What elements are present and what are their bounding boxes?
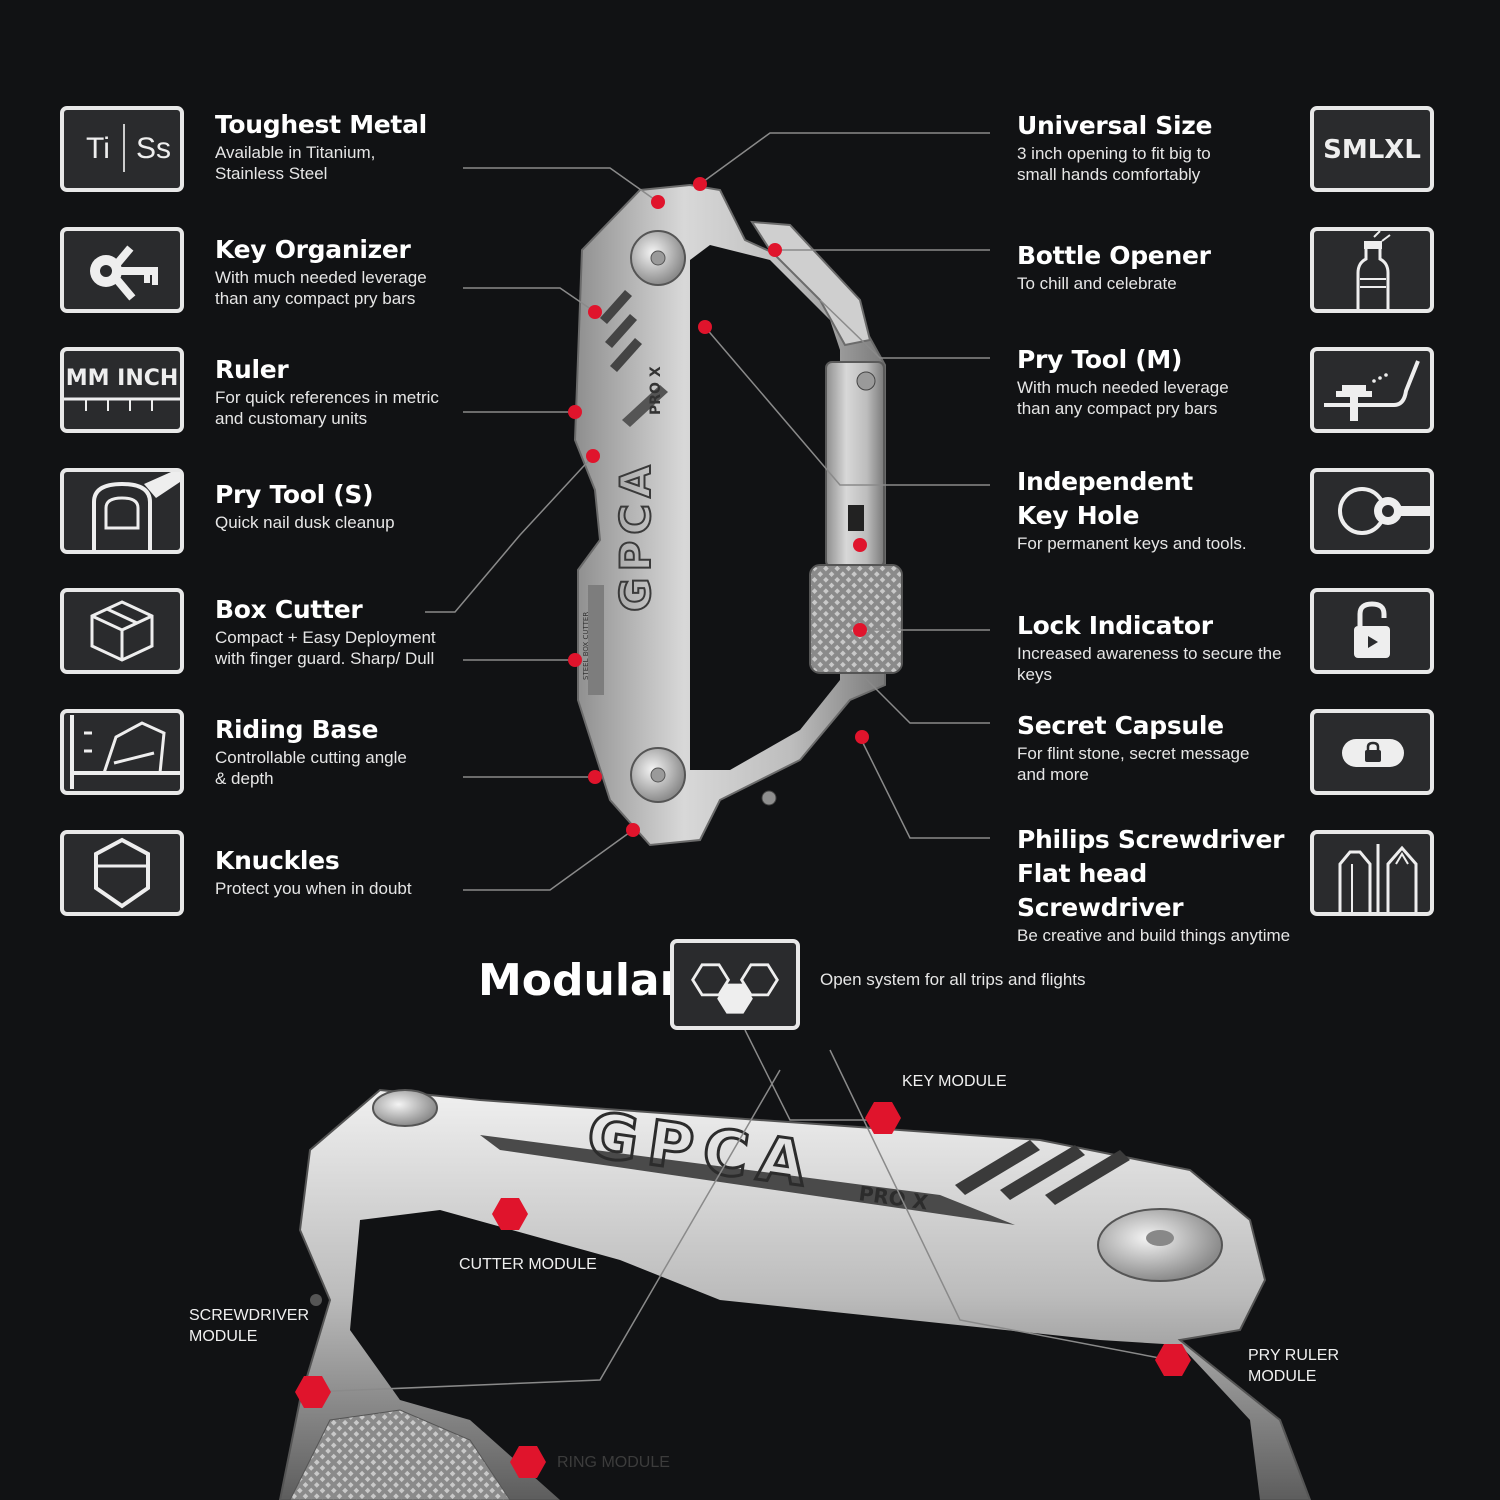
feature-title: Flat head Screwdriver bbox=[1017, 859, 1184, 922]
modular-title: Modular bbox=[478, 955, 682, 1006]
modular-description: Open system for all trips and flights bbox=[820, 970, 1086, 989]
feature-desc-line: Be creative and build things anytime bbox=[1017, 926, 1291, 945]
label-line: PRY RULER bbox=[1248, 1347, 1339, 1364]
leader-lines bbox=[309, 132, 1171, 1393]
feature-desc-line: Protect you when in doubt bbox=[215, 879, 412, 898]
feature-desc-line: To chill and celebrate bbox=[1017, 274, 1177, 293]
key-module-label: KEY MODULE bbox=[902, 1073, 1007, 1090]
feature-desc-line: than any compact pry bars bbox=[215, 289, 416, 308]
hexagon-modules-icon bbox=[670, 939, 800, 1030]
size-icon: SMLXL bbox=[1310, 106, 1434, 192]
feature-toughest-metal: Toughest Metal Available in Titanium, St… bbox=[215, 108, 505, 184]
keys-icon bbox=[60, 227, 184, 313]
carabiner-perspective-view: GPCA PRO X bbox=[278, 1088, 1312, 1500]
feature-desc-line: 3 inch opening to fit big to bbox=[1017, 144, 1211, 163]
carabiner-top-view: GPCA PRO X STEEL BOX CUTTER bbox=[573, 183, 903, 847]
feature-desc-line: small hands comfortably bbox=[1017, 165, 1201, 184]
feature-desc-line: than any compact pry bars bbox=[1017, 399, 1218, 418]
svg-text:Ti: Ti bbox=[86, 132, 110, 165]
feature-title: Box Cutter bbox=[215, 595, 363, 624]
nail-pry-icon bbox=[60, 468, 184, 554]
feature-pry-tool-m: Pry Tool (M) With much needed leverage t… bbox=[1017, 343, 1307, 419]
feature-title: Toughest Metal bbox=[215, 110, 427, 139]
feature-desc-line: and more bbox=[1017, 765, 1089, 784]
bottle-icon bbox=[1310, 227, 1434, 313]
ring-module-label: RING MODULE bbox=[557, 1454, 670, 1471]
label-line: MODULE bbox=[1248, 1368, 1317, 1385]
ti-ss-icon: Ti Ss bbox=[60, 106, 184, 192]
svg-text:MM INCH: MM INCH bbox=[66, 366, 179, 391]
feature-lock-indicator: Lock Indicator Increased awareness to se… bbox=[1017, 609, 1307, 685]
feature-desc-line: and customary units bbox=[215, 409, 368, 428]
feature-title: Key Organizer bbox=[215, 235, 411, 264]
callout-dots bbox=[568, 177, 869, 837]
feature-desc-line: with finger guard. Sharp/ Dull bbox=[215, 649, 435, 668]
ruler-icon: MM INCH bbox=[60, 347, 184, 433]
feature-desc-line: With much needed leverage bbox=[1017, 378, 1229, 397]
capsule-icon bbox=[1310, 709, 1434, 795]
feature-secret-capsule: Secret Capsule For flint stone, secret m… bbox=[1017, 709, 1307, 785]
feature-desc-line: For flint stone, secret message bbox=[1017, 744, 1250, 763]
riding-base-icon bbox=[60, 709, 184, 795]
feature-title: Universal Size bbox=[1017, 111, 1213, 140]
blade-text: STEEL BOX CUTTER bbox=[582, 612, 590, 680]
feature-title: Ruler bbox=[215, 355, 289, 384]
feature-title: Key Hole bbox=[1017, 501, 1140, 530]
pry-bar-icon bbox=[1310, 347, 1434, 433]
pry-ruler-module-label: PRY RULER MODULE bbox=[1248, 1345, 1339, 1387]
label-line: MODULE bbox=[189, 1328, 258, 1345]
screwdriver-icon bbox=[1310, 830, 1434, 916]
feature-universal-size: Universal Size 3 inch opening to fit big… bbox=[1017, 109, 1307, 185]
brand-logo: GPCA bbox=[611, 459, 660, 612]
feature-desc-line: For permanent keys and tools. bbox=[1017, 534, 1247, 553]
feature-desc-line: Compact + Easy Deployment bbox=[215, 628, 436, 647]
cutter-module-label: CUTTER MODULE bbox=[459, 1256, 597, 1273]
feature-key-organizer: Key Organizer With much needed leverage … bbox=[215, 233, 505, 309]
feature-screwdriver: Philips Screwdriver Flat head Screwdrive… bbox=[1017, 823, 1307, 946]
feature-title: Secret Capsule bbox=[1017, 711, 1224, 740]
svg-text:Ss: Ss bbox=[136, 132, 171, 165]
key-hole-icon bbox=[1310, 468, 1434, 554]
feature-title: Independent bbox=[1017, 467, 1193, 496]
feature-desc-line: Available in Titanium, bbox=[215, 143, 376, 162]
feature-desc-line: & depth bbox=[215, 769, 274, 788]
feature-ruler: Ruler For quick references in metric and… bbox=[215, 353, 505, 429]
feature-desc-line: With much needed leverage bbox=[215, 268, 427, 287]
box-icon bbox=[60, 588, 184, 674]
feature-bottle-opener: Bottle Opener To chill and celebrate bbox=[1017, 239, 1307, 294]
shield-icon bbox=[60, 830, 184, 916]
feature-title: Lock Indicator bbox=[1017, 611, 1213, 640]
feature-desc-line: Quick nail dusk cleanup bbox=[215, 513, 395, 532]
feature-desc-line: For quick references in metric bbox=[215, 388, 439, 407]
feature-independent-key-hole: Independent Key Hole For permanent keys … bbox=[1017, 465, 1307, 554]
feature-riding-base: Riding Base Controllable cutting angle &… bbox=[215, 713, 505, 789]
feature-title: Bottle Opener bbox=[1017, 241, 1211, 270]
feature-title: Knuckles bbox=[215, 846, 340, 875]
feature-title: Pry Tool (S) bbox=[215, 480, 374, 509]
feature-title: Riding Base bbox=[215, 715, 379, 744]
feature-desc-line: Controllable cutting angle bbox=[215, 748, 407, 767]
feature-desc-line: Stainless Steel bbox=[215, 164, 328, 183]
feature-title: Pry Tool (M) bbox=[1017, 345, 1183, 374]
feature-desc-line: Increased awareness to secure the keys bbox=[1017, 644, 1282, 684]
feature-box-cutter: Box Cutter Compact + Easy Deployment wit… bbox=[215, 593, 505, 669]
feature-title: Philips Screwdriver bbox=[1017, 825, 1285, 854]
model-logo: PRO X bbox=[648, 366, 664, 415]
label-line: SCREWDRIVER bbox=[189, 1307, 310, 1324]
feature-pry-tool-s: Pry Tool (S) Quick nail dusk cleanup bbox=[215, 478, 505, 533]
svg-text:SMLXL: SMLXL bbox=[1323, 135, 1421, 165]
feature-knuckles: Knuckles Protect you when in doubt bbox=[215, 844, 505, 899]
module-hex-markers bbox=[295, 1102, 1191, 1478]
lock-icon bbox=[1310, 588, 1434, 674]
screwdriver-module-label: SCREWDRIVER MODULE bbox=[189, 1305, 309, 1347]
